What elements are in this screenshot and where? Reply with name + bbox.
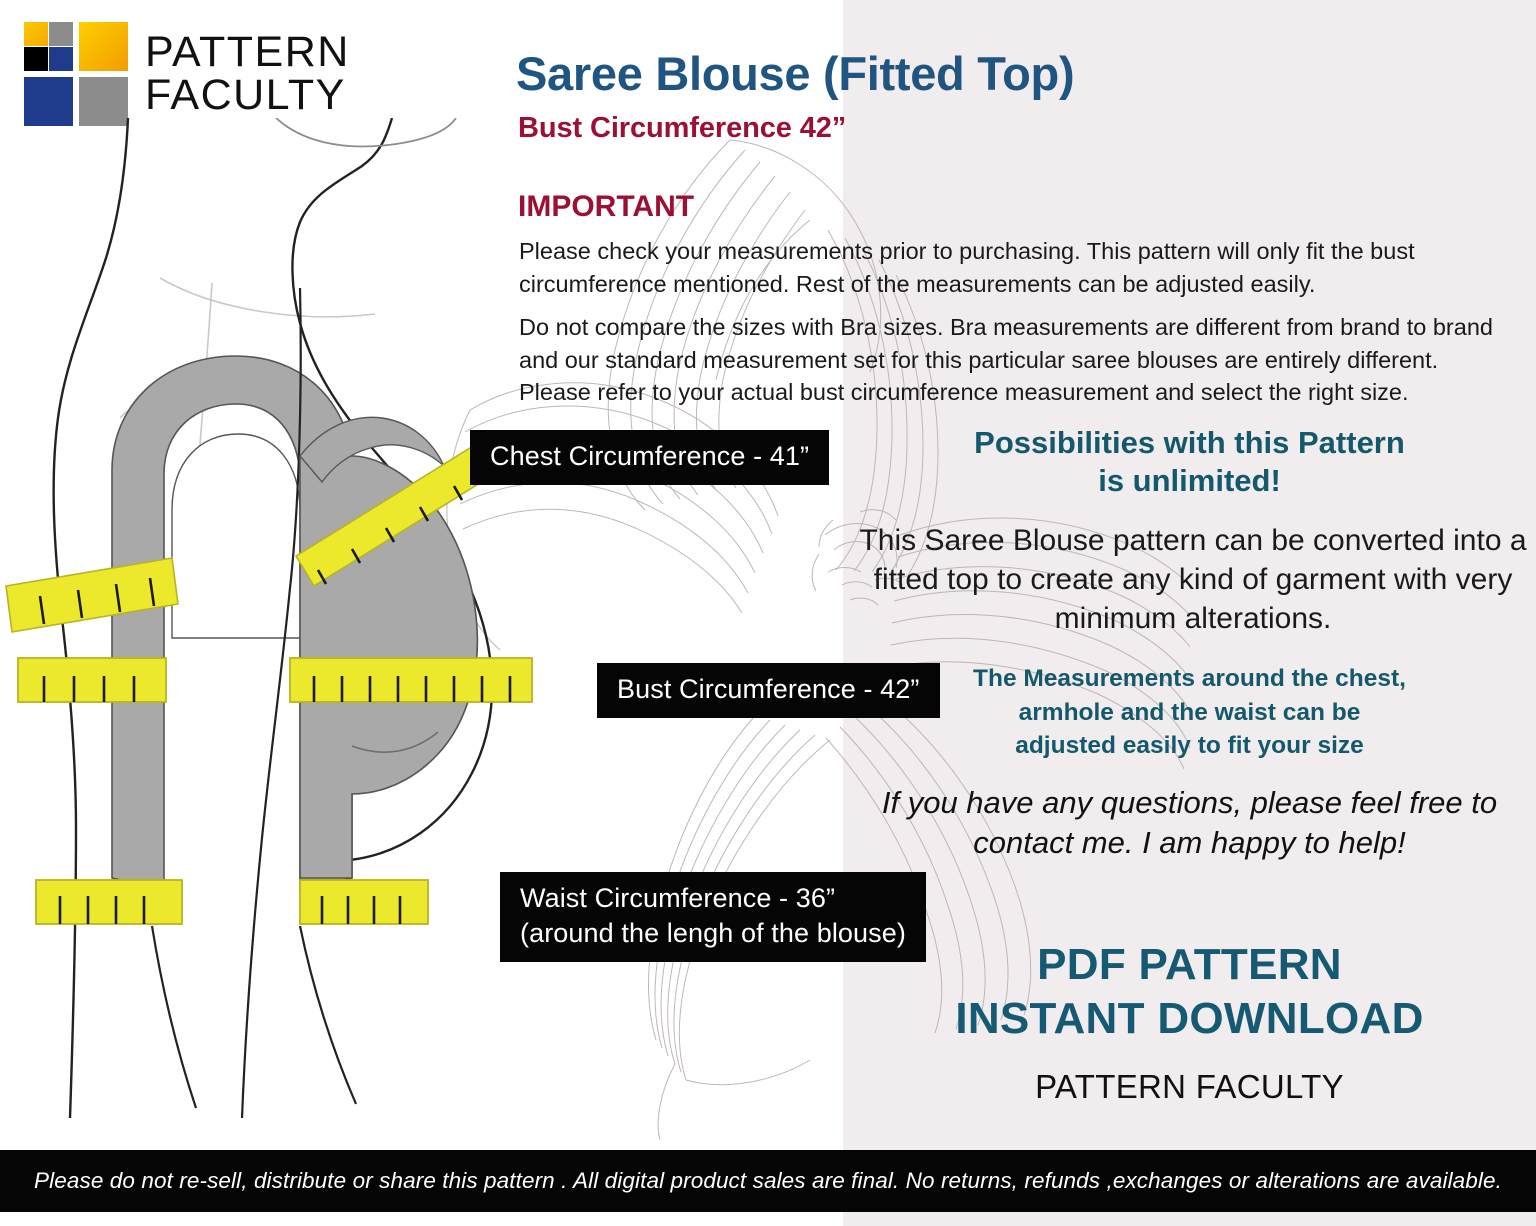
arm-outline xyxy=(240,287,302,1119)
underbust-curve xyxy=(351,731,439,753)
tape-waist-back xyxy=(35,879,183,925)
torso-measurement-illustration xyxy=(5,118,533,1119)
page-title: Saree Blouse (Fitted Top) xyxy=(516,47,1075,100)
tape-waist-front xyxy=(299,879,429,925)
possibilities-body: This Saree Blouse pattern can be convert… xyxy=(859,524,1527,635)
logo-cell-gray-large xyxy=(79,77,128,126)
footer-spacer-right xyxy=(843,1212,1536,1226)
logo-line-2: FACULTY xyxy=(145,71,346,119)
measurement-label-bust: Bust Circumference - 42” xyxy=(597,663,940,719)
page-subtitle: Bust Circumference 42” xyxy=(518,112,847,144)
tape-armhole xyxy=(5,557,179,633)
possibilities-heading: Possibilities with this Pattern is unlim… xyxy=(974,425,1405,498)
tape-bust-back xyxy=(17,657,167,703)
measurement-label-waist: Waist Circumference - 36” (around the le… xyxy=(500,872,926,963)
logo-grid-icon xyxy=(24,22,128,126)
measurement-label-chest: Chest Circumference - 41” xyxy=(470,430,830,486)
neck-outline xyxy=(275,118,457,148)
delivery-headline: PDF PATTERN INSTANT DOWNLOAD xyxy=(955,940,1424,1043)
logo-cell-yellow xyxy=(24,22,48,46)
important-paragraph-2: Do not compare the sizes with Bra sizes.… xyxy=(519,314,1493,406)
armhole-opening xyxy=(171,433,301,639)
logo-cell-yellow-large xyxy=(79,22,128,71)
logo-wordmark: PATTERN FACULTY xyxy=(145,31,350,117)
tape-bust-front xyxy=(289,657,533,703)
important-heading: IMPORTANT xyxy=(518,190,695,223)
lower-body-outlines xyxy=(150,925,358,1109)
logo-cell-gray-small xyxy=(49,22,73,46)
adjust-note: The Measurements around the chest, armho… xyxy=(973,665,1406,760)
logo-cell-black xyxy=(24,47,48,71)
logo-cell-blue-small xyxy=(49,47,73,71)
logo-cell-blue-large xyxy=(24,77,73,126)
important-paragraph-1: Please check your measurements prior to … xyxy=(519,238,1415,297)
brand-name-footer: PATTERN FACULTY xyxy=(1035,1068,1344,1105)
footer-disclaimer-text: Please do not re-sell, distribute or sha… xyxy=(34,1168,1502,1193)
footer-disclaimer-bar: Please do not re-sell, distribute or sha… xyxy=(0,1150,1536,1212)
logo-line-1: PATTERN xyxy=(145,28,350,76)
contact-message: If you have any questions, please feel f… xyxy=(881,785,1498,861)
brand-logo: PATTERN FACULTY xyxy=(24,22,350,126)
